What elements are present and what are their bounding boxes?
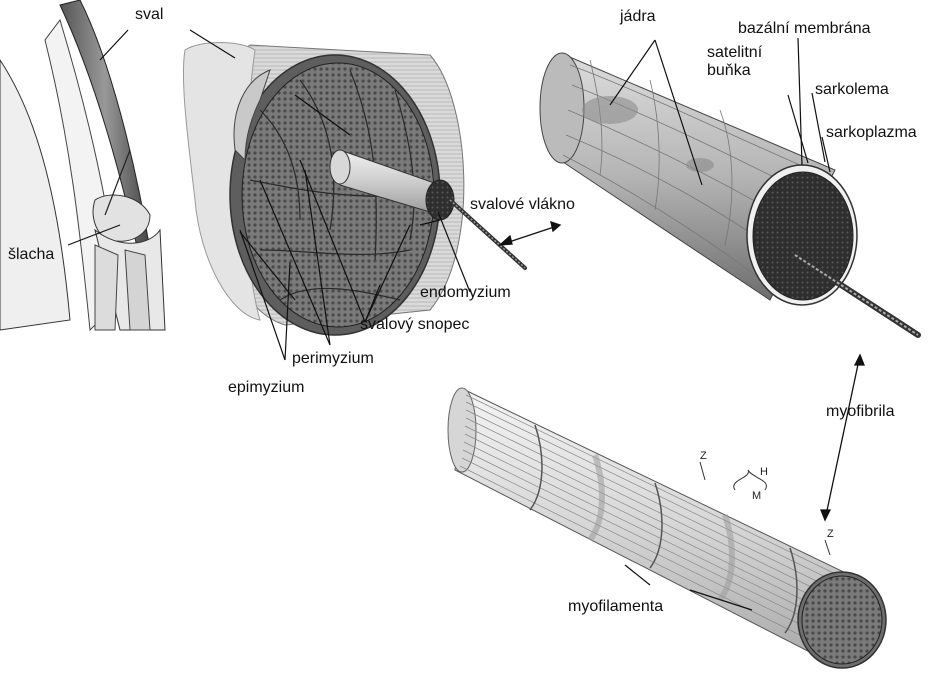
label-slacha: šlacha [8, 246, 54, 264]
label-band-z-right: Z [827, 528, 834, 540]
label-band-m: M [752, 490, 761, 502]
label-bazalni-membrana: bazální membrána [738, 20, 871, 38]
label-band-z-left: Z [700, 450, 707, 462]
label-perimyzium: perimyzium [292, 350, 374, 368]
myofibril [448, 388, 886, 668]
label-sarkolema: sarkolema [815, 81, 889, 99]
nucleus [582, 96, 638, 124]
label-band-h: H [760, 466, 768, 478]
label-sarkoplazma: sarkoplazma [826, 124, 917, 142]
label-satelitni-bunka-line2: buňka [707, 62, 751, 80]
myofibril-cross-section [802, 576, 882, 664]
label-epimyzium: epimyzium [228, 379, 304, 397]
label-endomyzium: endomyzium [420, 284, 511, 302]
label-sval: sval [135, 6, 163, 24]
label-svalove-vlakno: svalové vlákno [470, 196, 575, 214]
label-myofibrila: myofibrila [826, 403, 894, 421]
label-jadra: jádra [620, 8, 656, 26]
label-satelitni-bunka-line1: satelitní [707, 44, 762, 62]
label-myofilamenta: myofilamenta [568, 598, 663, 616]
knee-illustration [0, 0, 165, 330]
label-svalovy-snopec: svalový snopec [360, 316, 469, 334]
nucleus [686, 158, 714, 172]
